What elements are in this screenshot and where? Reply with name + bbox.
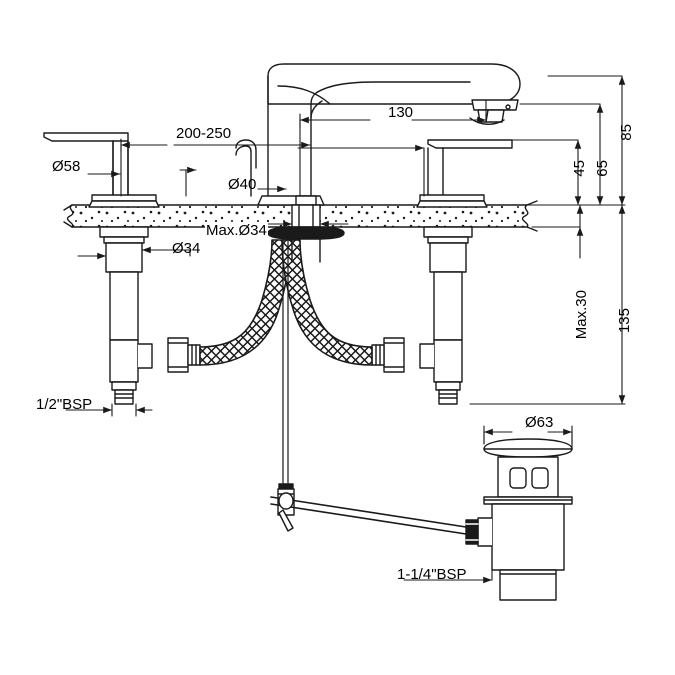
right-valve-body: [419, 226, 473, 405]
dim-label-handle-dia: Ø58: [52, 158, 81, 175]
dim-label-inlet-thread: 1/2"BSP: [36, 396, 93, 413]
dim-label-max-hole-dia: Max.Ø34: [205, 222, 268, 239]
right-supply-hose: [281, 239, 405, 373]
left-handle-assembly: [43, 132, 160, 208]
dim-label-max-deck: Max.30: [573, 290, 590, 340]
dim-label-spout-reach: 130: [388, 104, 414, 121]
dim-label-handle-low: 45: [571, 160, 588, 177]
spout-body: [257, 63, 521, 206]
dimension-lines: [65, 75, 626, 584]
left-supply-hose: [167, 239, 291, 373]
dim-label-total-depth: 135: [616, 308, 633, 334]
dim-label-shank-dia: Ø34: [172, 240, 201, 257]
dim-label-spacing: 200-250: [176, 125, 232, 142]
dim-label-waste-thread: 1-1/4"BSP: [397, 566, 467, 583]
dim-label-spout-height: 85: [618, 124, 635, 141]
lift-rod-assembly: [235, 139, 493, 539]
popup-waste-assembly: [465, 438, 573, 601]
left-valve-body: [99, 226, 153, 405]
dim-label-waste-dia: Ø63: [525, 414, 554, 431]
right-handle-assembly: [416, 139, 513, 208]
dim-label-handle-high: 65: [594, 160, 611, 177]
dim-label-knob-dia: Ø40: [228, 176, 257, 193]
